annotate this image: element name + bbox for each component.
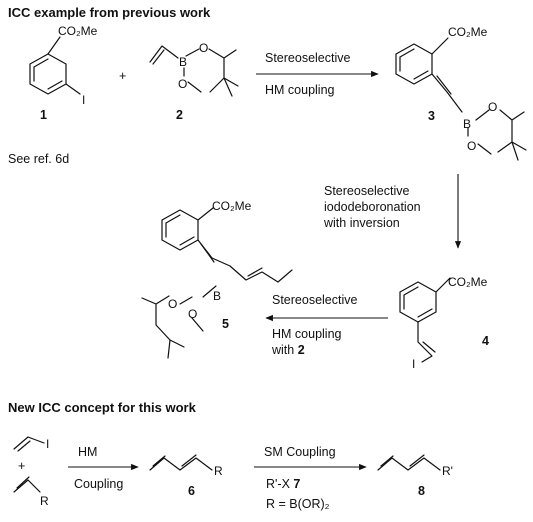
arrow-4-label-line1: HM: [78, 445, 97, 459]
arrow-5-label-line1: SM Coupling: [264, 445, 336, 459]
reference-note: See ref. 6d: [8, 152, 69, 166]
compound-1-number: 1: [40, 108, 47, 122]
plus-sign-1: +: [119, 69, 126, 83]
compound-4-number: 4: [482, 334, 489, 348]
oxygen-label-3a: O: [488, 100, 497, 114]
co2me-label-3: CO₂Me: [448, 25, 488, 39]
r-label-6: R: [214, 464, 223, 478]
header-previous-work: ICC example from previous work: [8, 5, 211, 20]
co2me-label-1: CO₂Me: [58, 24, 98, 38]
arrow-3-label-line1: Stereoselective: [272, 293, 358, 307]
compound-4-structure: CO₂Me I: [399, 275, 488, 371]
vinyl-iodide-structure: I: [13, 436, 49, 452]
compound-2-number: 2: [176, 108, 183, 122]
arrow-3-label-line3-prefix: with: [271, 343, 298, 357]
arrow-1-label-line2: HM coupling: [265, 83, 335, 97]
oxygen-label-5b: O: [188, 307, 197, 321]
co2me-label-5: CO₂Me: [212, 199, 252, 213]
boron-label-3: B: [463, 117, 471, 131]
iodo-label-vinyl: I: [46, 437, 49, 451]
compound-5-structure: CO₂Me B O O: [141, 199, 293, 359]
arrow-5-ref-compound-7: 7: [293, 477, 300, 491]
vinyl-r-structure: R: [13, 476, 49, 508]
compound-8-number: 8: [418, 484, 425, 498]
iodo-label-1: I: [82, 93, 85, 107]
boron-label-2: B: [179, 55, 187, 69]
arrow-4-label-line2: Coupling: [74, 477, 123, 491]
arrow-5-label-line2-prefix: R'-X: [266, 477, 293, 491]
arrow-3-label-line2: HM coupling: [272, 327, 342, 341]
oxygen-label-5a: O: [168, 297, 177, 311]
plus-sign-2: +: [18, 459, 25, 473]
header-new-concept: New ICC concept for this work: [8, 400, 197, 415]
oxygen-label-2b: O: [178, 77, 187, 91]
r-label-vinyl: R: [40, 494, 49, 508]
compound-8-structure: R': [377, 454, 453, 478]
arrow-2-label-line1: Stereoselective: [324, 184, 410, 198]
arrow-5-label-line2: R'-X 7: [266, 477, 300, 491]
compound-6-number: 6: [188, 484, 195, 498]
iodo-label-4: I: [412, 357, 415, 371]
arrow-1-label-line1: Stereoselective: [265, 51, 351, 65]
boron-label-5: B: [213, 289, 221, 303]
arrow-3-ref-compound-2: 2: [298, 343, 305, 357]
compound-3-number: 3: [428, 109, 435, 123]
arrow-3-label-line3: with 2: [271, 343, 305, 357]
compound-1-structure: CO₂Me I: [29, 24, 98, 107]
compound-2-structure: B O O: [149, 41, 239, 97]
compound-5-number: 5: [222, 317, 229, 331]
arrow-2-label-line2: iododeboronation: [324, 200, 421, 214]
co2me-label-4: CO₂Me: [448, 275, 488, 289]
arrow-5-label-line3: R = B(OR)₂: [266, 497, 330, 511]
compound-6-structure: R: [149, 454, 223, 478]
r-prime-label-8: R': [442, 464, 453, 478]
arrow-2-label-line3: with inversion: [323, 216, 400, 230]
oxygen-label-2a: O: [199, 41, 208, 55]
oxygen-label-3b: O: [467, 139, 476, 153]
compound-3-structure: CO₂Me B O O: [395, 25, 527, 161]
